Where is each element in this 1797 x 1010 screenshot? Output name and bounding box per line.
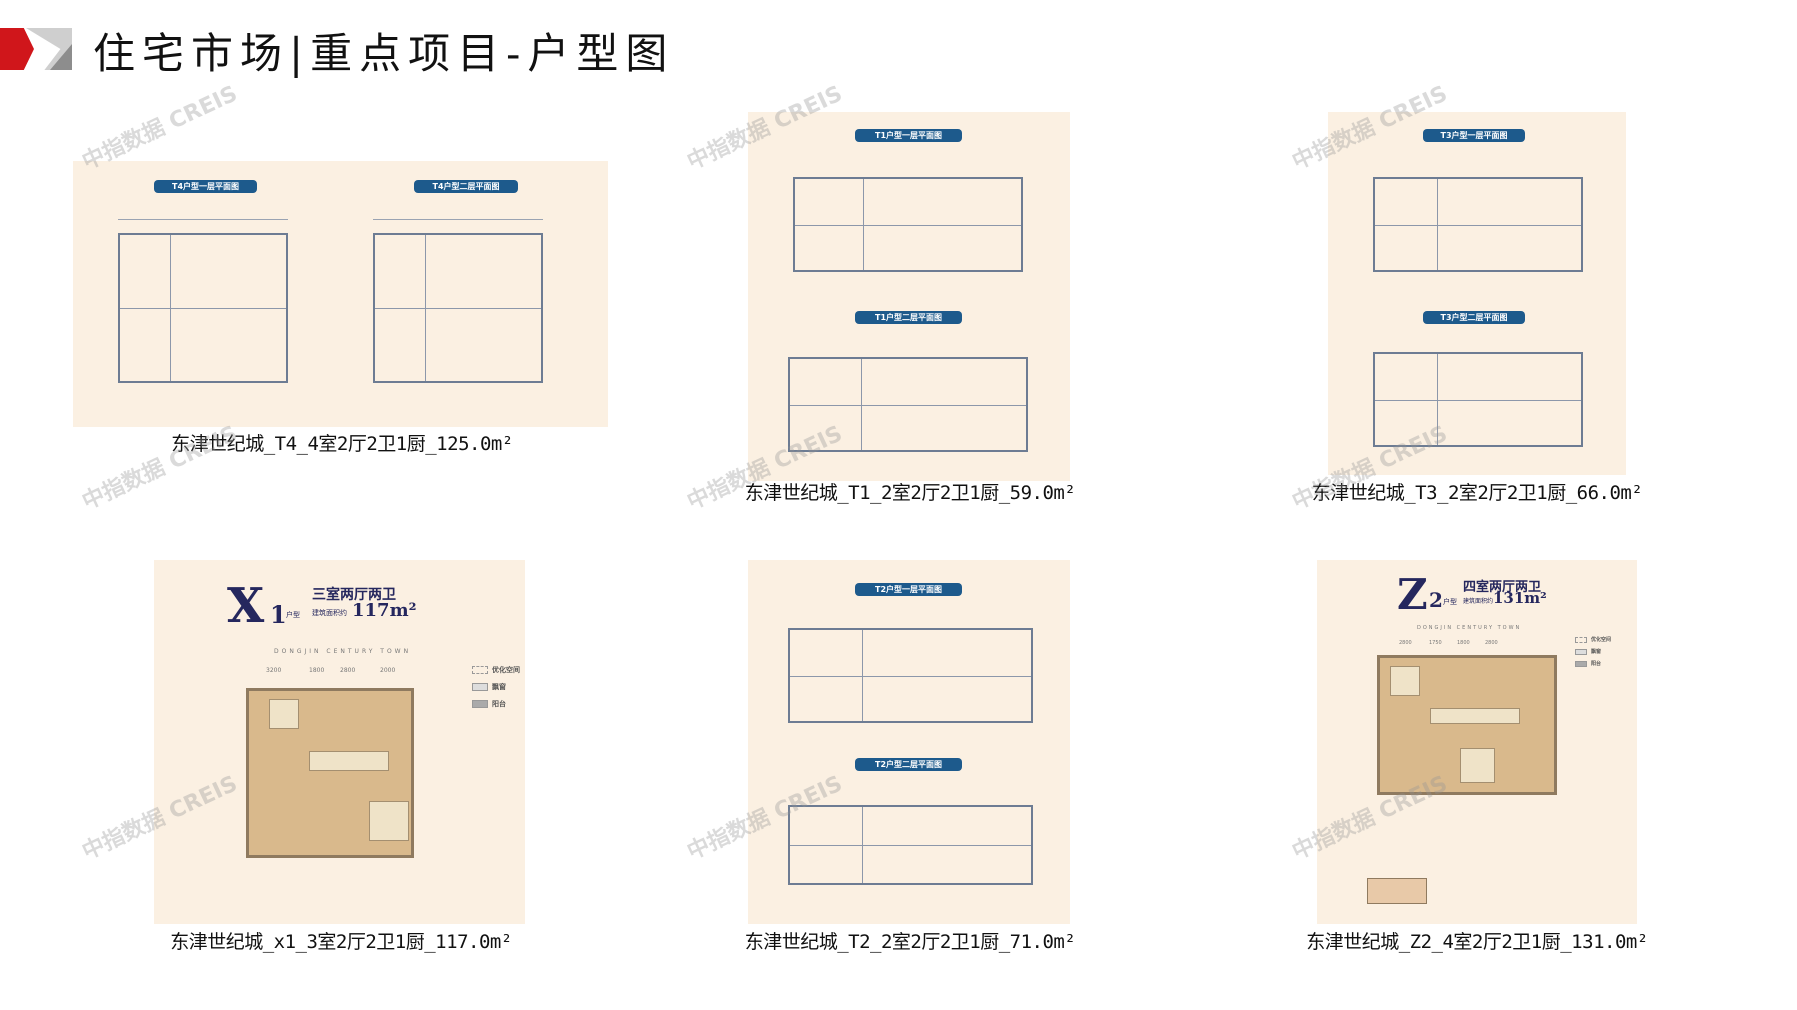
area-label: 建筑面积约 bbox=[1463, 598, 1494, 605]
area-value: 117m² bbox=[352, 600, 417, 621]
unit-code: X bbox=[227, 578, 265, 634]
project-subtitle: DONGJIN CENTURY TOWN bbox=[1417, 625, 1522, 631]
floorplan-t4: T4户型一层平面图 T4户型二层平面图 bbox=[73, 161, 608, 427]
floor-plan-drawing bbox=[793, 177, 1023, 272]
dimension-label: 1800 bbox=[309, 667, 325, 674]
room-layout: 三室两厅两卫 bbox=[312, 587, 396, 603]
area-label: 建筑面积约 bbox=[312, 609, 347, 617]
floorplan-t3: T3户型一层平面图 T3户型二层平面图 bbox=[1328, 112, 1626, 475]
unit-type-tag: 户型 bbox=[286, 611, 300, 619]
floorplan-x1: X 1 户型 三室两厅两卫 建筑面积约 117m² DONGJIN CENTUR… bbox=[154, 560, 525, 924]
plan-banner: T3户型一层平面图 bbox=[1423, 129, 1525, 142]
plan-banner: T1户型一层平面图 bbox=[855, 129, 962, 142]
plan-caption: 东津世纪城_T4_4室2厅2卫1厨_125.0m² bbox=[171, 433, 513, 455]
legend-item: 飘窗 bbox=[472, 682, 506, 692]
plan-caption: 东津世纪城_T3_2室2厅2卫1厨_66.0m² bbox=[1311, 482, 1643, 504]
dimension-label: 2800 bbox=[340, 667, 356, 674]
floor-plan-drawing bbox=[373, 233, 543, 383]
plan-banner: T2户型二层平面图 bbox=[855, 758, 962, 771]
dimension-label: 3200 bbox=[266, 667, 282, 674]
plan-caption: 东津世纪城_Z2_4室2厅2卫1厨_131.0m² bbox=[1306, 931, 1648, 953]
colored-floor-plan bbox=[1377, 655, 1557, 795]
floor-plan-drawing bbox=[788, 357, 1028, 452]
plan-caption: 东津世纪城_T2_2室2厅2卫1厨_71.0m² bbox=[744, 931, 1076, 953]
site-plan-thumbnail bbox=[1367, 878, 1427, 904]
floor-plan-drawing bbox=[118, 233, 288, 383]
plan-caption: 东津世纪城_x1_3室2厅2卫1厨_117.0m² bbox=[170, 931, 512, 953]
floor-plan-drawing bbox=[788, 805, 1033, 885]
floorplan-t2: T2户型一层平面图 T2户型二层平面图 bbox=[748, 560, 1070, 924]
dimension-label: 2800 bbox=[1485, 640, 1498, 646]
plan-banner: T3户型二层平面图 bbox=[1423, 311, 1525, 324]
floor-plan-drawing bbox=[1373, 177, 1583, 272]
plan-banner: T4户型一层平面图 bbox=[154, 180, 257, 193]
legend-item: 飘窗 bbox=[1575, 648, 1601, 655]
dimension-label: 1800 bbox=[1457, 640, 1470, 646]
floorplan-z2: Z 2 户型 四室两厅两卫 建筑面积约 131m² DONGJIN CENTUR… bbox=[1317, 560, 1637, 924]
plan-banner: T4户型二层平面图 bbox=[414, 180, 518, 193]
floor-plan-drawing bbox=[788, 628, 1033, 723]
legend-item: 阳台 bbox=[472, 699, 506, 709]
dimension-label: 1750 bbox=[1429, 640, 1442, 646]
dimension-label: 2000 bbox=[380, 667, 396, 674]
plan-caption: 东津世纪城_T1_2室2厅2卫1厨_59.0m² bbox=[744, 482, 1076, 504]
floor-plan-drawing bbox=[1373, 352, 1583, 447]
dimension-label: 2800 bbox=[1399, 640, 1412, 646]
plan-banner: T1户型二层平面图 bbox=[855, 311, 962, 324]
legend-item: 优化空间 bbox=[1575, 636, 1611, 643]
colored-floor-plan bbox=[246, 688, 414, 858]
unit-code: Z bbox=[1397, 570, 1428, 619]
watermark: 中指数据 CREIS bbox=[78, 421, 242, 516]
project-subtitle: DONGJIN CENTURY TOWN bbox=[274, 648, 412, 655]
logo-red-shape bbox=[0, 28, 34, 70]
plan-banner: T2户型一层平面图 bbox=[855, 583, 962, 596]
page-title: 住宅市场|重点项目-户型图 bbox=[93, 29, 675, 78]
unit-type-tag: 户型 bbox=[1443, 598, 1457, 606]
unit-number: 1 bbox=[270, 600, 287, 629]
floorplan-t1: T1户型一层平面图 T1户型二层平面图 bbox=[748, 112, 1070, 481]
legend-item: 阳台 bbox=[1575, 660, 1601, 667]
area-value: 131m² bbox=[1493, 589, 1547, 607]
room-layout: 四室两厅两卫 bbox=[1463, 580, 1542, 595]
unit-number: 2 bbox=[1429, 588, 1443, 612]
legend-item: 优化空间 bbox=[472, 665, 520, 675]
